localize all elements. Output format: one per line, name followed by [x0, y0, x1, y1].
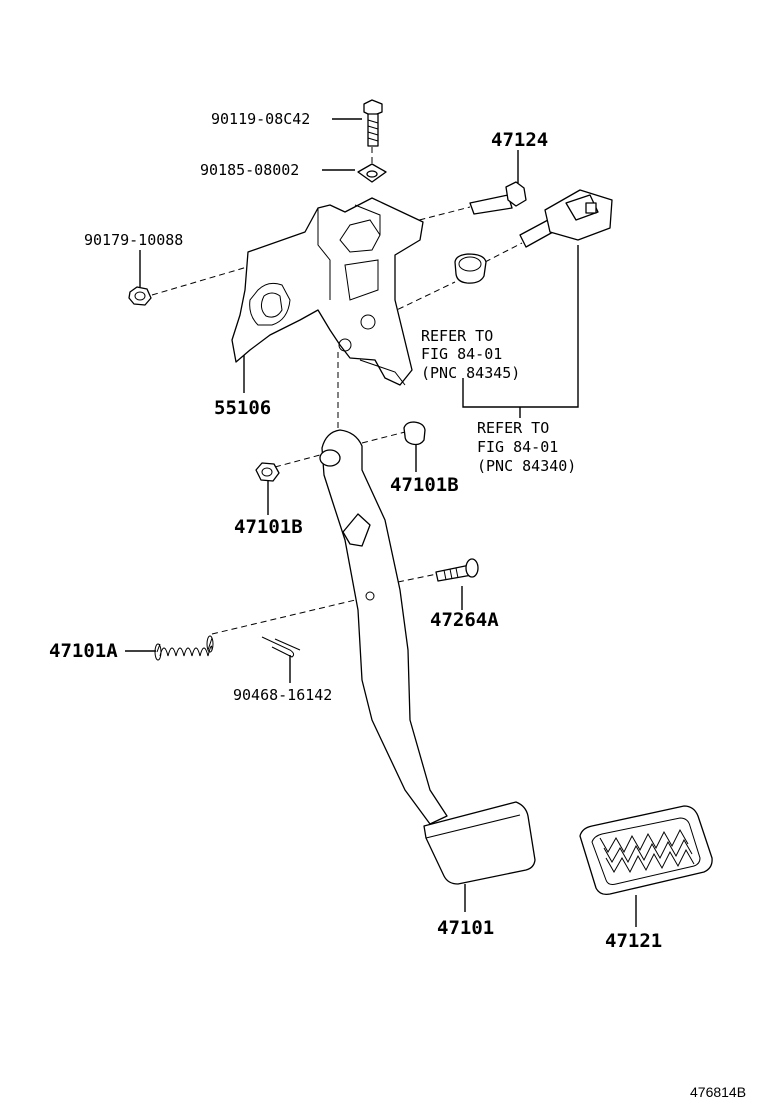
pedal-bracket-55106	[231, 197, 424, 386]
label-fig-84-01-1: FIG 84-01	[421, 345, 502, 363]
nut-47101b-left	[255, 462, 280, 482]
label-90468-16142: 90468-16142	[233, 686, 332, 704]
label-90185-08002: 90185-08002	[200, 161, 299, 179]
cotter-pin-90468-16142	[261, 636, 301, 658]
bushing-47101b-right	[403, 421, 426, 446]
pedal-pad-47121	[579, 805, 713, 896]
clip-90185-08002	[357, 163, 387, 183]
label-47264a: 47264A	[430, 609, 499, 631]
stop-lamp-switch-47124	[469, 181, 613, 248]
label-47101b-right: 47101B	[390, 474, 459, 496]
label-refer-to-2: REFER TO	[477, 419, 549, 437]
spring-47101a	[154, 635, 214, 661]
label-pnc-84345: (PNC 84345)	[421, 364, 520, 382]
brake-pedal-arm-47101	[319, 429, 448, 825]
pin-47264a	[435, 558, 479, 582]
label-47121: 47121	[605, 930, 662, 952]
label-pnc-84340: (PNC 84340)	[477, 457, 576, 475]
bushing-pnc-84345	[454, 253, 487, 284]
leader-lines	[125, 118, 637, 927]
label-47101a: 47101A	[49, 640, 118, 662]
bolt-90119-08c42	[363, 99, 383, 147]
labels: 90119-08C42 90185-08002 90179-10088 4712…	[49, 110, 746, 1100]
label-55106: 55106	[214, 397, 271, 419]
label-90119-08c42: 90119-08C42	[211, 110, 310, 128]
label-refer-to-1: REFER TO	[421, 327, 493, 345]
label-47101b-left: 47101B	[234, 516, 303, 538]
label-fig-84-01-2: FIG 84-01	[477, 438, 558, 456]
pedal-pad-on-arm	[423, 801, 536, 885]
label-47124: 47124	[491, 129, 548, 151]
nut-90179-10088	[128, 286, 152, 306]
label-90179-10088: 90179-10088	[84, 231, 183, 249]
figure-code: 476814B	[690, 1084, 746, 1100]
label-47101: 47101	[437, 917, 494, 939]
